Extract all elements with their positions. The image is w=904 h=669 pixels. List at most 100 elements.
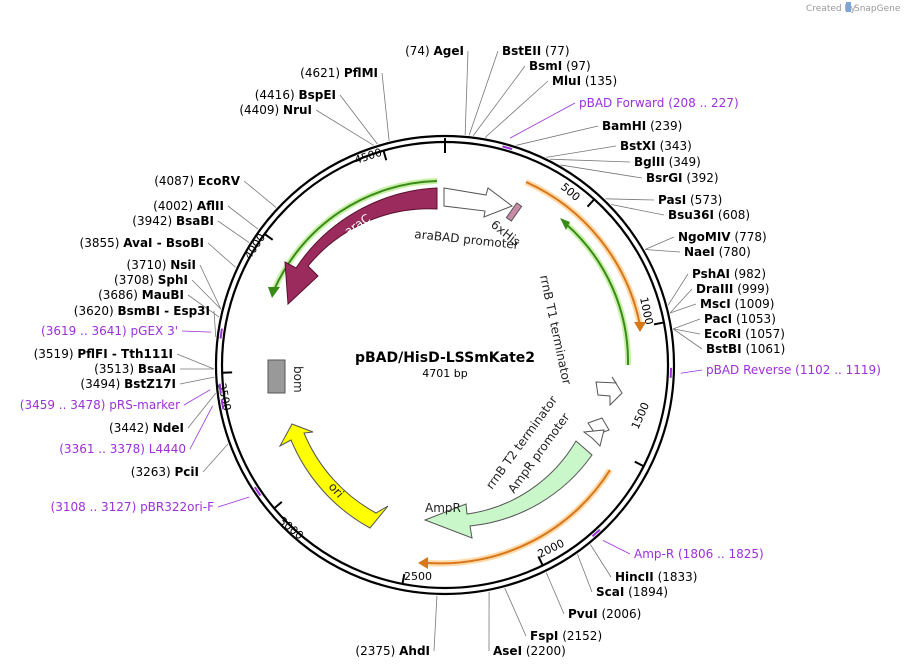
site-leader xyxy=(673,318,701,330)
site-leader xyxy=(545,572,565,615)
rrnb-t1-arrow-icon xyxy=(595,376,623,407)
site-label: BstEII (77) xyxy=(502,44,570,58)
site-leader xyxy=(504,587,527,637)
site-leader xyxy=(199,264,222,310)
site-label: NaeI (780) xyxy=(684,245,751,259)
site-leader xyxy=(202,443,229,473)
site-label: ScaI (1894) xyxy=(596,585,668,599)
rrnb-highlight xyxy=(564,221,632,366)
backbone-outer xyxy=(214,134,676,596)
site-label: (3855) AvaI - BsoBI xyxy=(80,236,204,250)
primer-label: (3459 .. 3478) pRS-marker xyxy=(20,398,180,412)
site-leader xyxy=(207,242,236,268)
plasmid-length: 4701 bp xyxy=(422,367,467,380)
rrnb-arrowhead-icon xyxy=(560,218,570,230)
tick-label: 3000 xyxy=(276,514,306,542)
rrnb-t1-label: rrnB T1 terminator xyxy=(537,274,574,386)
ampr-label: AmpR xyxy=(425,501,461,515)
site-leader xyxy=(672,328,703,350)
site-label: (4416) BspEI xyxy=(255,88,336,102)
site-label: BsmI (97) xyxy=(529,59,591,73)
bom-feature xyxy=(267,359,286,394)
site-label: DraIII (999) xyxy=(696,282,769,296)
primer-leader xyxy=(602,540,631,555)
primer-label: (3619 .. 3641) pGEX 3' xyxy=(41,324,178,338)
primer-leader xyxy=(181,330,212,333)
primer-leader xyxy=(680,369,703,374)
site-leader xyxy=(433,595,438,652)
site-label: BstBI (1061) xyxy=(706,342,785,356)
site-leader xyxy=(187,392,217,429)
site-leader xyxy=(243,180,277,208)
primer-leader xyxy=(189,405,213,450)
site-label: (3494) BstZ17I xyxy=(80,377,176,391)
primer-leader xyxy=(509,102,576,139)
arac-feature xyxy=(284,187,438,306)
orange-top-line xyxy=(525,181,641,326)
ampr-promoter-arrow-icon xyxy=(582,429,605,447)
primer-label: pBAD Reverse (1102 .. 1119) xyxy=(706,363,881,377)
site-leader xyxy=(560,164,643,179)
site-leader xyxy=(673,328,701,335)
tick-label: 4500 xyxy=(353,146,384,167)
tick-line xyxy=(537,556,544,566)
site-label: (4409) NruI xyxy=(239,103,312,117)
site-leader xyxy=(669,288,693,314)
site-leader xyxy=(227,205,259,230)
arac-arrowhead-icon xyxy=(268,287,280,298)
site-label: (3620) BsmBI - Esp3I xyxy=(74,304,210,318)
site-leader xyxy=(590,544,612,578)
primer-leader xyxy=(183,389,211,406)
site-leader xyxy=(611,204,665,216)
brand-label: SnapGene xyxy=(854,4,901,14)
tick-label: 3500 xyxy=(215,382,234,412)
site-label: (3942) BsaBI xyxy=(132,214,214,228)
site-leader xyxy=(645,249,681,253)
site-label: (3263) PciI xyxy=(131,465,199,479)
site-leader xyxy=(516,125,599,146)
site-label: BglII (349) xyxy=(634,155,701,169)
site-leader xyxy=(644,236,675,250)
primer-mark xyxy=(218,383,222,394)
site-label: PvuI (2006) xyxy=(568,607,641,621)
site-label: PacI (1053) xyxy=(704,312,776,326)
site-leader xyxy=(179,376,215,385)
site-label: PasI (573) xyxy=(658,193,722,207)
site-leader xyxy=(381,72,390,141)
ori-feature xyxy=(278,423,389,529)
site-leader xyxy=(667,273,689,306)
site-leader xyxy=(605,198,655,201)
primer-mark xyxy=(220,399,225,410)
site-label: HincII (1833) xyxy=(615,570,697,584)
tick-line xyxy=(382,150,388,161)
primer-label: (3108 .. 3127) pBR322ori-F xyxy=(51,500,215,514)
arabad-promoter-feature xyxy=(443,187,514,218)
site-label: BsrGI (392) xyxy=(646,171,719,185)
plasmid-title: pBAD/HisD-LSSmKate2 xyxy=(355,350,535,366)
site-label: (3686) MauBI xyxy=(98,288,184,302)
created-by-label: Created by xyxy=(806,4,856,14)
site-leader xyxy=(669,303,697,314)
site-leader xyxy=(213,310,217,337)
tick-label: 2500 xyxy=(404,570,432,583)
primer-mark xyxy=(219,328,223,339)
tick-line xyxy=(586,198,595,208)
site-label: MluI (135) xyxy=(552,74,617,88)
tick-line xyxy=(653,321,665,326)
tick-label: 1500 xyxy=(629,400,652,431)
snapgene-logo-icon xyxy=(846,2,851,12)
tick-line xyxy=(634,460,645,468)
tick-line xyxy=(264,233,274,241)
bom-label: bom xyxy=(291,366,305,393)
site-label: (3442) NdeI xyxy=(109,421,184,435)
site-label: (4002) AflII xyxy=(153,199,224,213)
site-leader xyxy=(472,65,526,136)
site-label: (3708) SphI xyxy=(114,273,188,287)
site-label: (3519) PflFI - Tth111I xyxy=(34,347,173,361)
site-leader xyxy=(468,50,499,136)
primer-mark xyxy=(254,486,262,497)
tick-line xyxy=(401,573,406,585)
primer-label: (3361 .. 3378) L4440 xyxy=(59,442,186,456)
